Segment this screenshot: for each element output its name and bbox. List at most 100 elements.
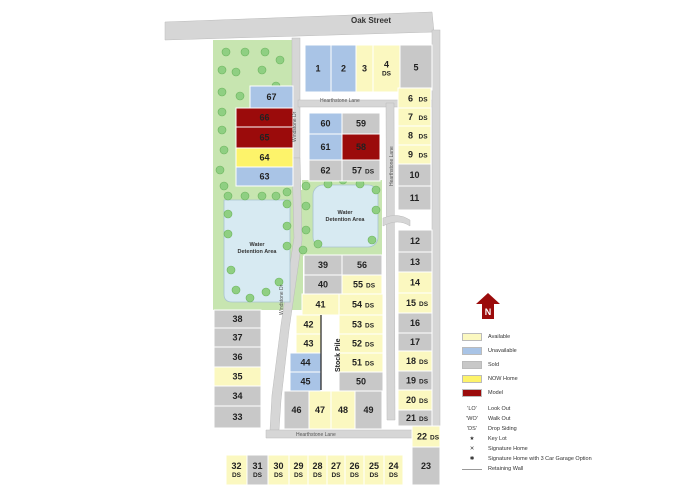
tree-icon	[219, 181, 229, 191]
lot-36[interactable]: 36	[213, 346, 262, 368]
tree-icon	[282, 199, 292, 209]
legend-retaining-wall: Retaining Wall	[462, 466, 592, 473]
lot-number: 43	[303, 339, 313, 349]
lot-number: 33	[232, 412, 242, 422]
lot-5[interactable]: 5	[399, 44, 433, 91]
lot-2[interactable]: 2	[330, 44, 357, 93]
lot-61[interactable]: 61	[308, 133, 343, 161]
lot-10[interactable]: 10	[397, 163, 432, 187]
lot-1[interactable]: 1	[304, 44, 332, 93]
tree-icon	[219, 145, 229, 155]
lot-ds-label: DS	[365, 361, 375, 368]
lot-number: 45	[300, 377, 310, 387]
lot-66[interactable]: 66	[235, 107, 294, 128]
lot-49[interactable]: 49	[354, 390, 383, 430]
lot-47[interactable]: 47	[308, 390, 332, 430]
lot-shape	[213, 309, 262, 329]
lot-number: 19	[406, 376, 416, 386]
lot-64[interactable]: 64	[235, 147, 294, 168]
lot-41[interactable]: 41	[301, 293, 340, 316]
lot-46[interactable]: 46	[283, 390, 310, 430]
tree-icon	[223, 209, 233, 219]
lot-45[interactable]: 45	[289, 371, 322, 392]
legend-swatch	[462, 361, 482, 369]
tree-icon	[282, 221, 292, 231]
lot-23[interactable]: 23	[411, 446, 441, 486]
lot-38[interactable]: 38	[213, 309, 262, 329]
lot-67[interactable]: 67	[249, 85, 294, 109]
lot-42[interactable]: 42	[295, 314, 322, 335]
lot-39[interactable]: 39	[303, 254, 343, 276]
north-label: N	[485, 307, 492, 317]
lot-48[interactable]: 48	[330, 390, 356, 430]
lot-43[interactable]: 43	[295, 333, 322, 354]
lot-4[interactable]: 4DS	[372, 44, 401, 93]
lot-shape	[399, 44, 433, 91]
lot-50[interactable]: 50	[338, 371, 384, 392]
lot-shape	[397, 185, 432, 211]
lot-35[interactable]: 35	[213, 366, 262, 387]
lot-number: 40	[318, 280, 328, 290]
lot-number: 25	[369, 461, 379, 471]
lot-ds-label: DS	[365, 303, 375, 310]
lot-3[interactable]: 3	[355, 44, 374, 93]
water-detention-center	[312, 184, 379, 248]
lot-16[interactable]: 16	[397, 312, 433, 334]
tree-icon	[313, 239, 323, 249]
lot-34[interactable]: 34	[213, 385, 262, 407]
lot-shape	[249, 85, 294, 109]
lot-12[interactable]: 12	[397, 229, 433, 253]
oak-street-road	[164, 11, 435, 41]
cul-de-sac-road	[382, 215, 411, 227]
lot-40[interactable]: 40	[303, 274, 343, 295]
lot-number: 2	[341, 64, 346, 74]
lot-number: 57	[352, 166, 362, 176]
legend-code-item: ✱Signature Home with 3 Car Garage Option	[462, 456, 592, 463]
lot-59[interactable]: 59	[341, 112, 381, 135]
lot-11[interactable]: 11	[397, 185, 432, 211]
legend-code-label: Key Lot	[488, 436, 507, 442]
lot-13[interactable]: 13	[397, 251, 433, 273]
lot-62[interactable]: 62	[308, 159, 343, 182]
lot-33[interactable]: 33	[213, 405, 262, 429]
lot-58[interactable]: 58	[341, 133, 381, 161]
lot-ds-label: DS	[430, 435, 440, 442]
lot-44[interactable]: 44	[289, 352, 322, 373]
lot-14[interactable]: 14	[397, 271, 433, 294]
lot-60[interactable]: 60	[308, 112, 343, 135]
lot-number: 54	[352, 300, 362, 310]
tree-icon	[235, 91, 245, 101]
tree-icon	[217, 107, 227, 117]
lot-number: 66	[259, 113, 269, 123]
lot-37[interactable]: 37	[213, 327, 262, 348]
lot-63[interactable]: 63	[235, 166, 294, 187]
lot-17[interactable]: 17	[397, 332, 433, 352]
lot-56[interactable]: 56	[341, 254, 383, 276]
lot-65[interactable]: 65	[235, 126, 294, 149]
